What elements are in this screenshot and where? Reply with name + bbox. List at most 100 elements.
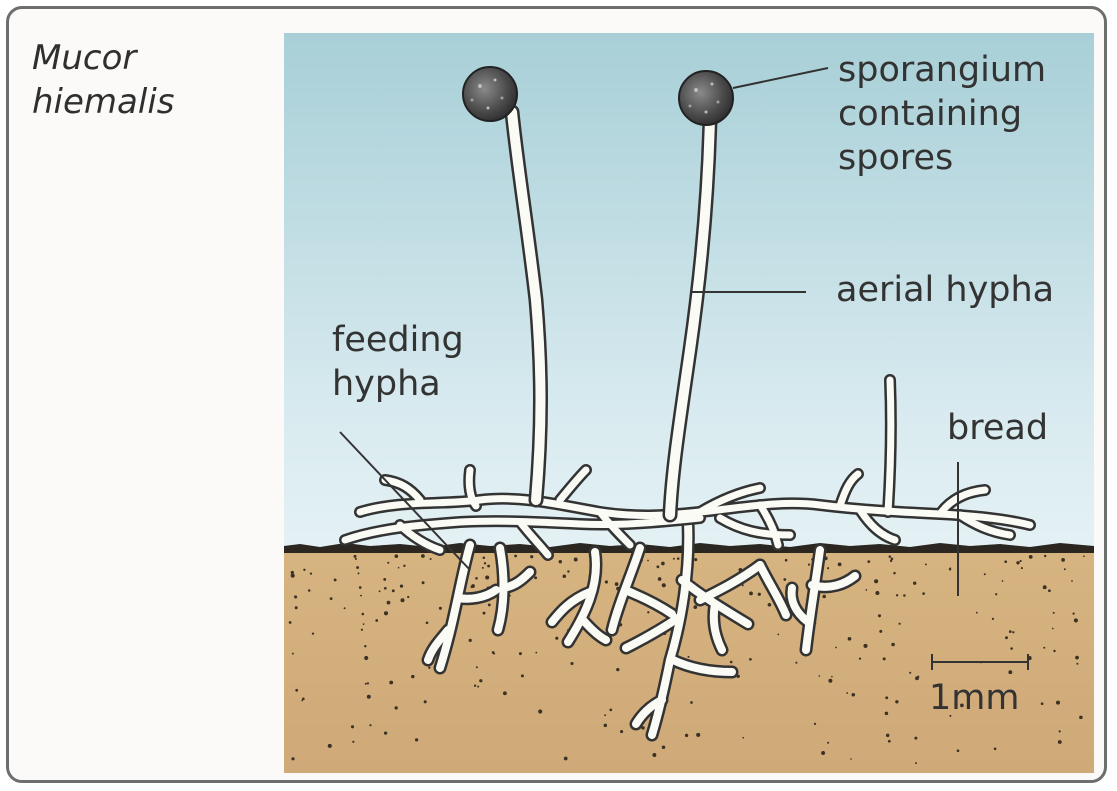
scale-bar-label-text: 1mm (929, 676, 1019, 720)
bread-speckle (295, 689, 298, 692)
bread-speckle (647, 560, 649, 562)
bread-speckle (615, 582, 619, 586)
bread-speckle (1052, 628, 1054, 630)
bread-speckle (310, 572, 312, 574)
bread-speckle (656, 565, 659, 568)
sporangium-right (679, 71, 733, 125)
bread-speckle (749, 658, 752, 661)
sporangium-label: sporangium containing spores (838, 48, 1046, 180)
bread-speckle (891, 643, 895, 647)
bread-speckle (301, 700, 303, 702)
bread-speckle (403, 565, 405, 567)
bread-speckle (563, 574, 567, 578)
bread-label-text: bread (947, 406, 1048, 450)
bread-speckle (1075, 656, 1079, 660)
bread-speckle (367, 695, 371, 699)
bread-speckle (352, 741, 354, 743)
bread-speckle (364, 645, 366, 647)
bread-speckle (688, 656, 690, 658)
species-title: Mucor hiemalis (32, 36, 174, 124)
bread-speckle (365, 683, 367, 685)
bread-speckle (1058, 740, 1062, 744)
bread-speckle (475, 577, 478, 580)
sporangium-label-line-2: containing (838, 92, 1046, 136)
bread-speckle (422, 581, 425, 584)
bread-speckle (1056, 701, 1060, 705)
bread-speckle (1048, 589, 1051, 592)
bread-speckle (483, 612, 486, 615)
bread-speckle (555, 637, 558, 640)
bread-speckle (992, 618, 994, 620)
bread-speckle (359, 586, 362, 589)
bread-speckle (379, 590, 381, 592)
bread-speckle (421, 554, 425, 558)
bread-speckle (1079, 716, 1083, 720)
bread-speckle (1044, 555, 1046, 557)
bread-speckle (387, 601, 391, 605)
bread-speckle (392, 589, 395, 592)
bread-speckle (519, 652, 522, 655)
bread-speckle (768, 603, 772, 607)
bread-speckle (360, 595, 362, 597)
bread-speckle (356, 566, 359, 569)
bread-speckle (369, 724, 371, 726)
bread-speckle (647, 611, 649, 613)
bread-speckle (1064, 568, 1066, 570)
bread-speckle (482, 567, 484, 569)
bread-speckle (821, 751, 825, 755)
bread-speckle (334, 578, 337, 581)
bread-speckle (535, 652, 537, 654)
bread-speckle (865, 589, 867, 591)
bread-speckle (742, 737, 744, 739)
bread-speckle (609, 709, 612, 712)
bread-speckle (411, 675, 414, 678)
bread-speckle (831, 676, 833, 678)
bread-speckle (913, 582, 916, 585)
sporangium-left (463, 67, 517, 121)
bread-speckle (398, 567, 400, 569)
bread-speckle (822, 595, 826, 599)
bread-speckle (530, 555, 533, 558)
bread-speckle (477, 686, 479, 688)
bread-speckle (1029, 555, 1033, 559)
bread-speckle (291, 757, 294, 760)
bread-speckle (439, 607, 442, 610)
bread-speckle (888, 740, 891, 743)
bread-speckle (604, 724, 607, 727)
feeding-hypha-label-line-1: feeding (332, 318, 464, 362)
bread-speckle (1083, 555, 1085, 557)
bread-speckle (949, 568, 952, 571)
bread-speckle (1010, 647, 1013, 650)
bread-speckle (291, 574, 295, 578)
bread-speckle (471, 586, 474, 589)
bread-speckle (995, 593, 997, 595)
bread-speckle (749, 591, 753, 595)
bread-speckle (1053, 612, 1055, 614)
bread-speckle (354, 555, 357, 558)
bread-speckle (883, 657, 886, 660)
bread-speckle (785, 559, 788, 562)
bread-speckle (364, 656, 368, 660)
bread-speckle (567, 570, 569, 572)
bread-speckle (294, 595, 297, 598)
bread-speckle (1043, 647, 1045, 649)
bread-speckle (476, 666, 478, 668)
bread-speckle (827, 742, 829, 744)
bread-speckle (895, 700, 898, 703)
bread-speckle (1041, 702, 1044, 705)
bread-speckle (984, 573, 986, 575)
bread-speckle (487, 565, 490, 568)
bread-speckle (1008, 670, 1012, 674)
bread-speckle (395, 706, 398, 709)
bread-speckle (384, 731, 387, 734)
bread-speckle (351, 725, 354, 728)
bread-speckle (852, 693, 856, 697)
bread-speckle (693, 605, 697, 609)
bread-speckle (1020, 560, 1022, 562)
bread-speckle (375, 619, 378, 622)
bread-speckle (893, 572, 896, 575)
bread-speckle (395, 554, 399, 558)
bread-speckle (848, 637, 852, 641)
bread-speckle (879, 630, 882, 633)
bread-speckle (484, 562, 486, 564)
